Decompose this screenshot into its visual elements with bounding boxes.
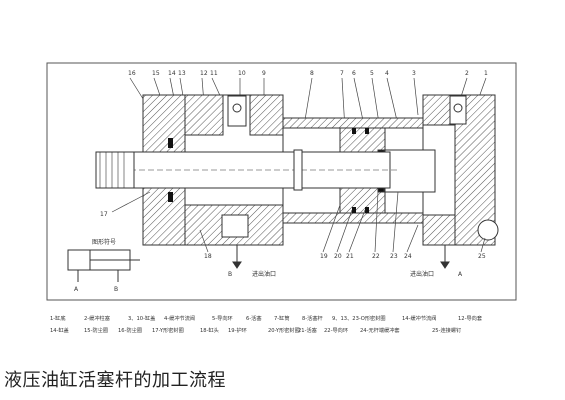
leader-lines-bottom — [111, 191, 486, 253]
callout-label: 15 — [152, 70, 160, 77]
callout-label: 25 — [478, 253, 486, 260]
port-letter-a: A — [458, 271, 463, 278]
legend-item: 4-缓冲节流阀 — [164, 314, 195, 322]
legend-item: 7-缸筒 — [274, 314, 290, 322]
seals — [168, 128, 369, 213]
callout-label: 19 — [320, 253, 328, 260]
callout-label: 7 — [340, 70, 344, 77]
cylinder-diagram: 16 15 14 13 12 11 10 9 8 7 6 5 4 3 2 1 — [46, 62, 517, 334]
legend-item: 6-活塞 — [246, 314, 262, 322]
legend-item: 3、10-缸盖 — [128, 314, 155, 322]
piston-rod — [95, 149, 400, 191]
callouts-top: 16 15 14 13 12 11 10 9 8 7 6 5 4 3 2 1 — [128, 70, 488, 77]
port-letter-b: B — [228, 271, 232, 278]
callout-label: 13 — [178, 70, 186, 77]
callout-label: 1 — [484, 70, 488, 77]
callout-label: 14 — [168, 70, 176, 77]
callout-label: 17 — [100, 211, 108, 218]
valves — [221, 95, 467, 238]
legend-item: 20-Y形密封圈 — [268, 326, 300, 334]
callout-label: 4 — [385, 70, 389, 77]
legend-item: 24-无杆端缓冲套 — [360, 326, 400, 334]
callout-label: 9 — [262, 70, 266, 77]
callout-label: 16 — [128, 70, 136, 77]
legend-item: 9、13、23-O形密封圈 — [332, 314, 386, 322]
callout-label: 24 — [404, 253, 412, 260]
callout-label: 18 — [204, 253, 212, 260]
legend-item: 15-防尘圈 — [84, 326, 108, 334]
ports — [232, 245, 450, 269]
callout-label: 2 — [465, 70, 469, 77]
diagram-frame — [46, 62, 517, 301]
port-label-a: 进出油口 — [410, 270, 434, 278]
legend-item: 16-防尘圈 — [118, 326, 142, 334]
callout-label: 22 — [372, 253, 380, 260]
callout-label: 8 — [310, 70, 314, 77]
caption: 液压油缸活塞杆的加工流程 — [4, 370, 226, 391]
symbol-label: 图形符号 — [92, 238, 116, 246]
legend-item: 12-导向套 — [458, 314, 483, 322]
callout-label: 21 — [346, 253, 354, 260]
legend-item: 2-缓冲柱塞 — [84, 314, 110, 322]
legend-item: 21-活塞 — [298, 326, 317, 334]
legend-item: 25-连接螺钉 — [432, 326, 461, 334]
graphic-symbol — [67, 249, 140, 282]
callout-label: 10 — [238, 70, 246, 77]
legend-item: 1-缸底 — [50, 314, 66, 322]
legend-row-2: 14-缸盖 15-防尘圈 16-防尘圈 17-Y形密封圈 18-缸头 19-护环… — [50, 326, 461, 334]
legend-item: 5-导向环 — [212, 314, 233, 322]
callout-label: 23 — [390, 253, 398, 260]
callout-label: 20 — [334, 253, 342, 260]
legend-item: 19-护环 — [228, 326, 247, 334]
symbol-port-b: B — [114, 286, 118, 293]
callouts-bottom: 17 18 19 20 21 22 23 24 25 — [100, 211, 486, 260]
legend-item: 22-导向环 — [324, 326, 348, 334]
legend-row-1: 1-缸底 2-缓冲柱塞 3、10-缸盖 4-缓冲节流阀 5-导向环 6-活塞 7… — [50, 314, 483, 322]
legend-item: 17-Y形密封圈 — [152, 326, 184, 334]
legend-item: 14-缓冲节流阀 — [402, 314, 436, 322]
callout-label: 11 — [210, 70, 218, 77]
callout-label: 6 — [352, 70, 356, 77]
legend-item: 8-活塞杆 — [302, 314, 323, 322]
callout-label: 5 — [370, 70, 374, 77]
legend-item: 14-缸盖 — [50, 326, 69, 334]
legend-item: 18-缸头 — [200, 326, 219, 334]
symbol-port-a: A — [74, 286, 79, 293]
callout-label: 3 — [412, 70, 416, 77]
callout-label: 12 — [200, 70, 208, 77]
port-label-b: 进出油口 — [252, 270, 276, 278]
